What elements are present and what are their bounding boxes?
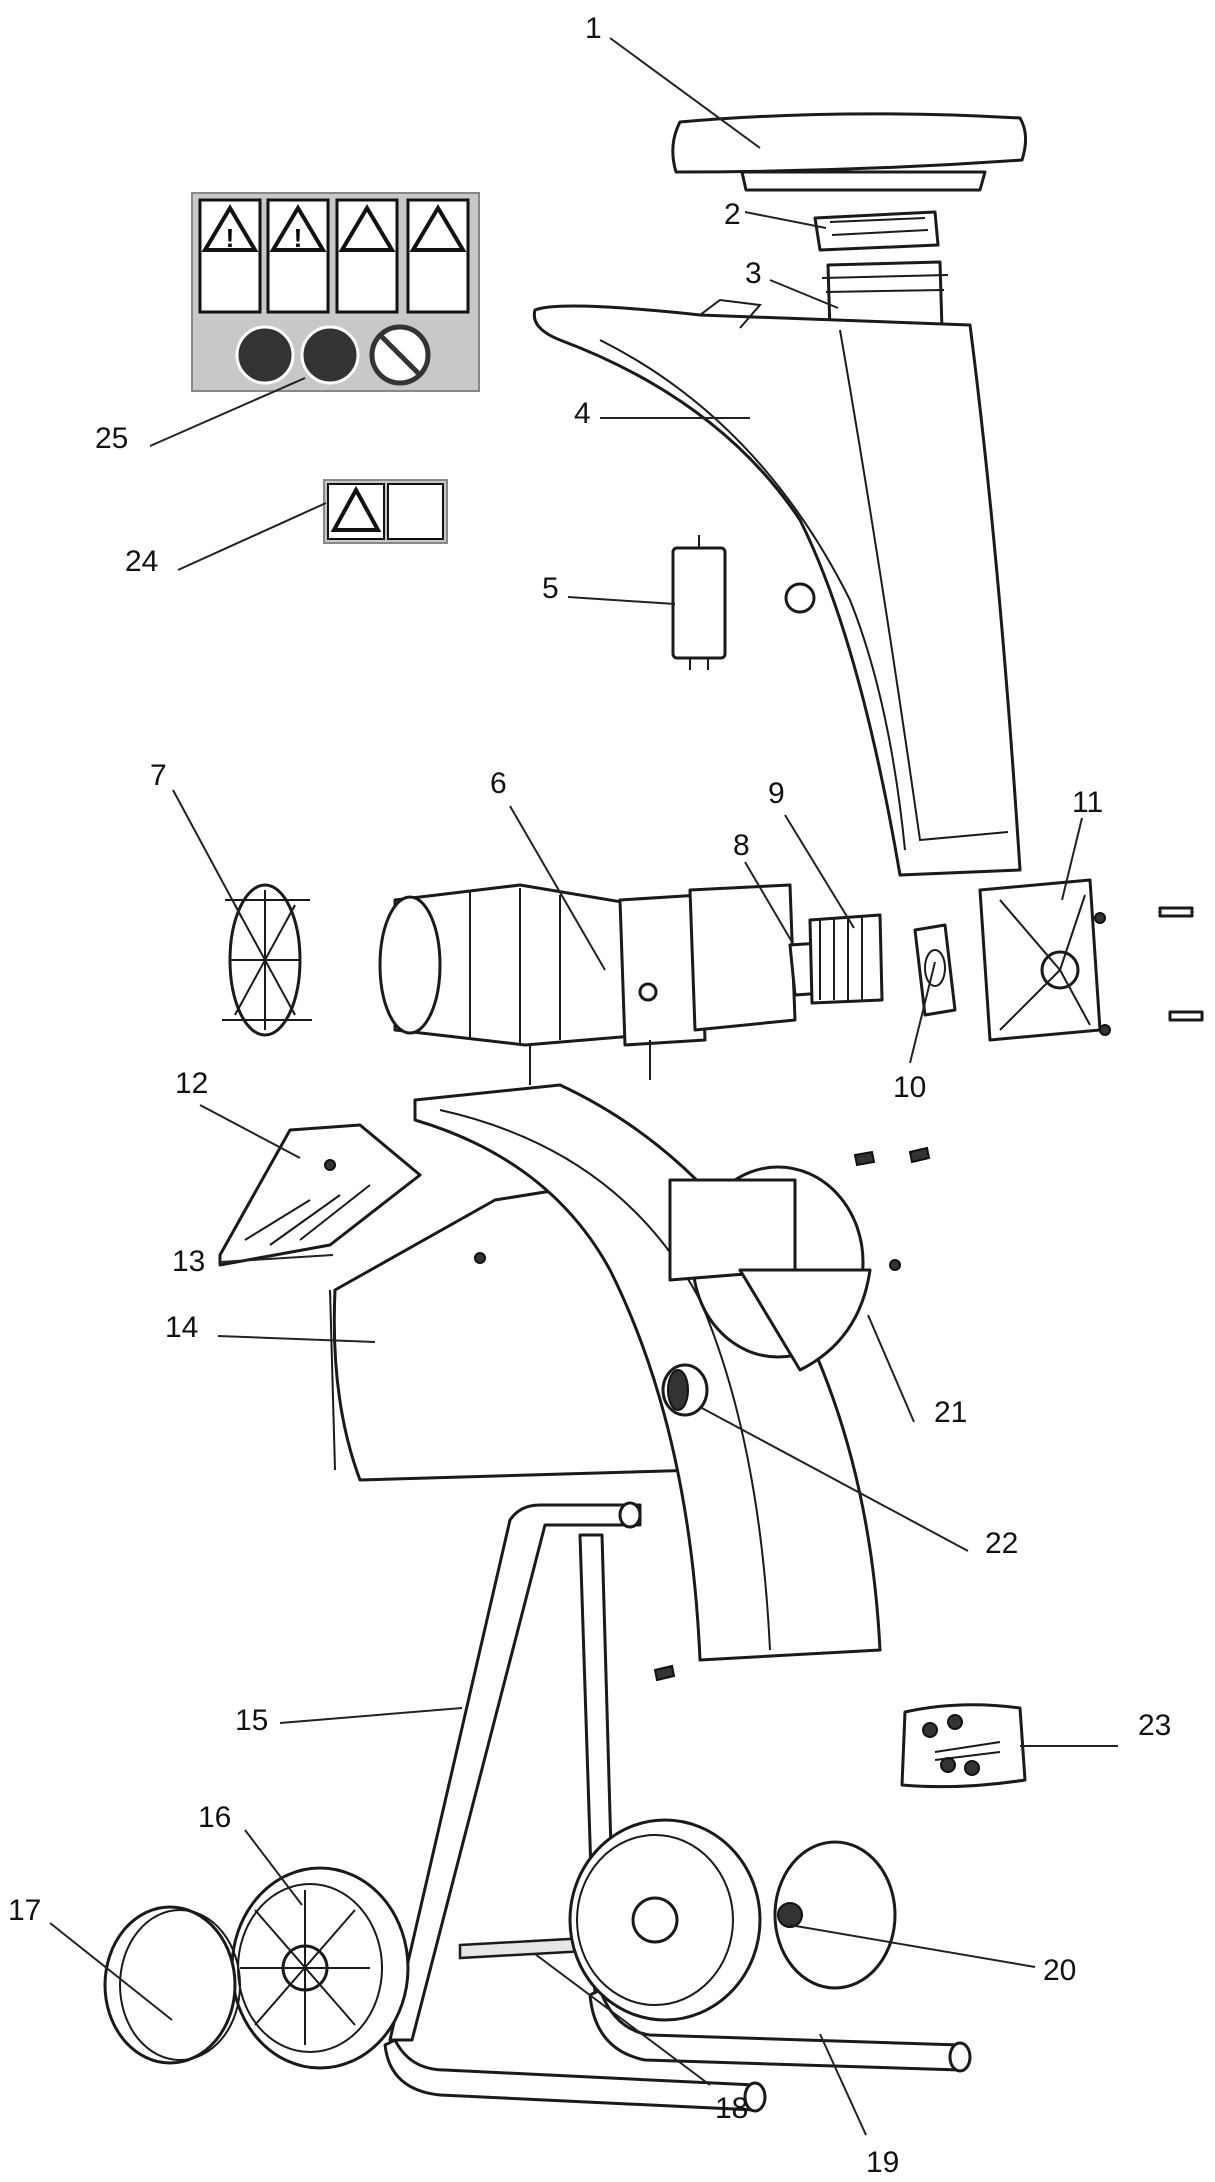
svg-text:!: ! bbox=[294, 223, 303, 253]
part-21-cutter-cover bbox=[668, 1165, 901, 1372]
part-10-gasket bbox=[913, 923, 957, 1017]
part-12-13-feed-guard bbox=[218, 1123, 422, 1267]
callout-20: 20 bbox=[1043, 1954, 1076, 1987]
part-20-wheel-right bbox=[568, 1818, 897, 2022]
part-25-warning-label: ! ! bbox=[191, 192, 480, 392]
callout-21: 21 bbox=[934, 1396, 967, 1429]
svg-text:!: ! bbox=[226, 223, 235, 253]
callout-12: 12 bbox=[175, 1067, 208, 1100]
leader-lines bbox=[49, 37, 1118, 2136]
part-23-hardware-bag bbox=[900, 1703, 1027, 1789]
callout-8: 8 bbox=[733, 829, 750, 862]
callout-7: 7 bbox=[150, 759, 167, 792]
part-16-wheel-left bbox=[230, 1866, 410, 2070]
part-15-stand-frame bbox=[383, 1501, 972, 2113]
callout-16: 16 bbox=[198, 1801, 231, 1834]
callout-2: 2 bbox=[724, 198, 741, 231]
callout-23: 23 bbox=[1138, 1709, 1171, 1742]
callout-19: 19 bbox=[866, 2146, 899, 2179]
callout-9: 9 bbox=[768, 777, 785, 810]
callout-3: 3 bbox=[745, 257, 762, 290]
callout-11: 11 bbox=[1072, 786, 1103, 819]
warning-triangle-icon bbox=[406, 198, 470, 314]
callout-1: 1 bbox=[585, 12, 602, 45]
part-4-chute bbox=[532, 298, 1022, 877]
warning-triangle-icon: ! bbox=[266, 198, 330, 314]
callout-13: 13 bbox=[172, 1245, 205, 1278]
callout-22: 22 bbox=[985, 1527, 1018, 1560]
part-8-9-brush-assembly bbox=[788, 913, 884, 1005]
part-7-fan bbox=[222, 883, 312, 1037]
callout-5: 5 bbox=[542, 572, 559, 605]
callout-4: 4 bbox=[574, 397, 591, 430]
part-17-hubcap-left bbox=[103, 1905, 241, 2065]
part-11-end-plate bbox=[978, 878, 1204, 1042]
callout-18: 18 bbox=[715, 2092, 748, 2125]
callout-24: 24 bbox=[125, 545, 158, 578]
callout-17: 17 bbox=[8, 1894, 41, 1927]
part-22-knob bbox=[661, 1363, 709, 1417]
safety-circle-icon bbox=[235, 324, 431, 386]
callout-numbers: 1 2 3 4 5 6 7 8 9 10 11 12 13 14 15 16 1… bbox=[8, 12, 1171, 2179]
part-2-clip bbox=[813, 210, 940, 252]
callout-6: 6 bbox=[490, 767, 507, 800]
loose-screws bbox=[653, 1146, 931, 1682]
part-24-warning-label-small bbox=[323, 479, 448, 544]
callout-15: 15 bbox=[235, 1704, 268, 1737]
callout-10: 10 bbox=[893, 1071, 926, 1104]
warning-triangle-icon: ! bbox=[198, 198, 262, 314]
part-1-lid bbox=[671, 112, 1027, 192]
callout-14: 14 bbox=[165, 1311, 198, 1344]
part-6-motor bbox=[378, 883, 797, 1085]
part-5-capacitor bbox=[671, 535, 727, 670]
warning-triangle-icon bbox=[335, 198, 399, 314]
callout-25: 25 bbox=[95, 422, 128, 455]
